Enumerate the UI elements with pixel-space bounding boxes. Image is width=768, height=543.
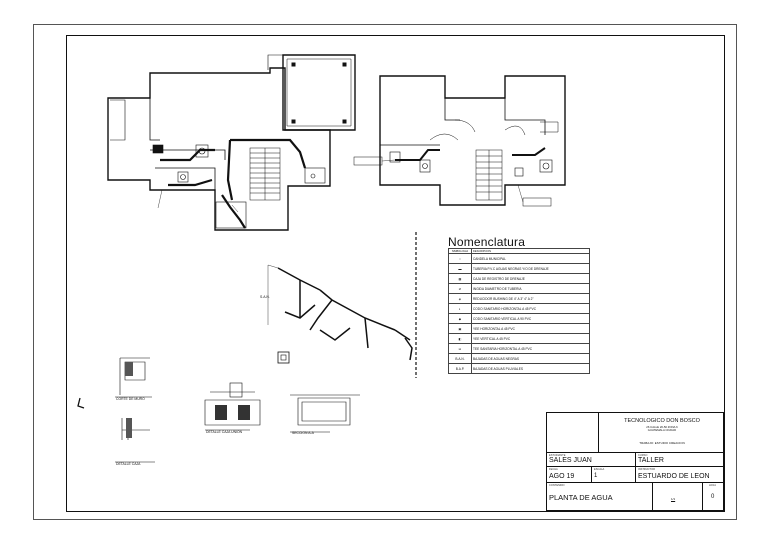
title-block-logo-cell — [547, 413, 599, 453]
box-icon: ▩ — [458, 276, 462, 281]
legend-description: YEE VERTICAL A 45 PVC — [471, 333, 590, 344]
legend-row: ○ CANDELA MUNICIPAL — [448, 253, 590, 264]
pipe-line-icon: ▬ — [458, 266, 462, 271]
floor-plan-left — [107, 54, 356, 231]
content-cell: CONTENIDO PLANTA DE AGUA — [547, 483, 653, 510]
institution-address-2: GUATEMALA CIUDAD — [647, 428, 677, 432]
institution-address-1: 26 CALLE 20-50 ZONA 6 — [646, 425, 678, 429]
legend-description: CANDELA MUNICIPAL — [471, 253, 590, 264]
legend-description: CAJA DE REGISTRO DE DRENAJE — [471, 273, 590, 284]
student-caption: ESTUDIANTE — [549, 454, 566, 457]
legend-row: ⊘ INGIDA DIAMETRO DE TUBERIA — [448, 283, 590, 294]
sheet-caption: HOJA — [709, 484, 716, 487]
detail-caption-1: CORTE DE MURO — [116, 397, 145, 401]
legend-row: ▬ TUBERIA P.V.C AGUAS NEGRAS Y/O DE DRENA… — [448, 263, 590, 274]
legend-description: YEE HORIZONTAL A 45 PVC — [471, 323, 590, 334]
drawing-frame — [66, 35, 725, 512]
detail-caption-4: SECCION A-A — [292, 431, 314, 435]
legend-row: ◈ REDUCIDOR BUSHING DE 4" A 3" 4" A 2" — [448, 293, 590, 304]
project-subtitle: TRABAJO: ESTUDIO CREACION — [639, 441, 685, 445]
legend-description: TUBERIA P.V.C AGUAS NEGRAS Y/O DE DRENAJ… — [471, 263, 590, 274]
scale-cell: ESCALA 1 — [592, 467, 636, 483]
detail-caption-2: DETALLE CAJA — [116, 462, 141, 466]
circle-icon: ○ — [459, 256, 461, 261]
course-caption: CURSO — [638, 454, 648, 457]
sheet-cell: HOJA 0 — [703, 483, 725, 510]
sheet-number: 0 — [711, 494, 715, 500]
instructor-value: ESTUARDO DE LEON — [638, 473, 710, 480]
legend-row: B.A.P.BAJADAS DE AGUAS PLUVIALES — [448, 363, 590, 374]
floor-plan-right — [353, 75, 566, 207]
title-block-header: TECNOLOGICO DON BOSCO 26 CALLE 20-50 ZON… — [599, 413, 725, 453]
date-value: AGO 19 — [549, 473, 575, 480]
elbow-vertical-icon: ◆ — [458, 316, 462, 321]
student-cell: ESTUDIANTE SALES JUAN — [547, 453, 636, 467]
legend-row: ⊟ TEE SANITARIA HORIZONTAL A 45 PVC — [448, 343, 590, 354]
riser-label: S.A.N. — [260, 295, 270, 299]
legend-description: REDUCIDOR BUSHING DE 4" A 3" 4" A 2" — [471, 293, 590, 304]
legend-row: ◆ CODO SANITARIO VERTICAL A 90 PVC — [448, 313, 590, 324]
isometric-riser-diagram — [267, 232, 417, 378]
legend-row: ◐ CODO SANITARIO HORIZONTAL A 45 PVC — [448, 303, 590, 314]
elbow-icon: ◐ — [459, 306, 461, 311]
legend-row: ▣ YEE HORIZONTAL A 45 PVC — [448, 323, 590, 334]
legend-row: ▩ CAJA DE REGISTRO DE DRENAJE — [448, 273, 590, 284]
sheet-total: 1/1 — [671, 497, 676, 501]
legend-description: INGIDA DIAMETRO DE TUBERIA — [471, 283, 590, 294]
construction-details — [77, 357, 360, 463]
legend-row: ◧ YEE VERTICAL A 45 PVC — [448, 333, 590, 344]
scale-value: 1 — [594, 473, 598, 479]
reducer-icon: ◈ — [458, 296, 462, 301]
tee-vertical-icon: ◧ — [458, 336, 462, 341]
course-cell: CURSO TALLER — [636, 453, 725, 467]
scale-caption: ESCALA — [594, 468, 605, 471]
legend-description: BAJADAS DE AGUAS PLUVIALES — [471, 363, 590, 374]
legend-description: CODO SANITARIO VERTICAL A 90 PVC — [471, 313, 590, 324]
legend-symbol-ban: B.A.N. — [448, 353, 472, 364]
slash-circle-icon: ⊘ — [458, 286, 462, 291]
legend-table: SIMBOLOGIA DESCRIPCION ○CANDELA MUNICIPA… — [448, 248, 590, 374]
course-value: TALLER — [638, 457, 664, 464]
sheet-total-cell: 1/1 — [653, 483, 703, 510]
legend-panel: Nomenclatura SIMBOLOGIA DESCRIPCION ○CAN… — [448, 235, 590, 383]
legend-description: BAJADAS DE AGUAS NEGRAS — [471, 353, 590, 364]
date-caption: FECHA — [549, 468, 558, 471]
content-value: PLANTA DE AGUA — [549, 493, 613, 502]
instructor-caption: INSTRUCTOR — [638, 468, 655, 471]
wye-icon: ⊟ — [458, 346, 462, 351]
legend-row: B.A.N.BAJADAS DE AGUAS NEGRAS — [448, 353, 590, 364]
title-block: TECNOLOGICO DON BOSCO 26 CALLE 20-50 ZON… — [546, 412, 725, 511]
tee-icon: ▣ — [458, 326, 462, 331]
institution-name: TECNOLOGICO DON BOSCO — [624, 418, 700, 424]
legend-description: CODO SANITARIO HORIZONTAL A 45 PVC — [471, 303, 590, 314]
legend-symbol-bap: B.A.P. — [448, 363, 472, 374]
date-cell: FECHA AGO 19 — [547, 467, 592, 483]
content-caption: CONTENIDO — [549, 484, 565, 487]
student-value: SALES JUAN — [549, 457, 592, 464]
legend-description: TEE SANITARIA HORIZONTAL A 45 PVC — [471, 343, 590, 354]
instructor-cell: INSTRUCTOR ESTUARDO DE LEON — [636, 467, 725, 483]
legend-title: Nomenclatura — [448, 235, 526, 249]
detail-caption-3: DETALLE CAJA UNION — [206, 430, 243, 434]
